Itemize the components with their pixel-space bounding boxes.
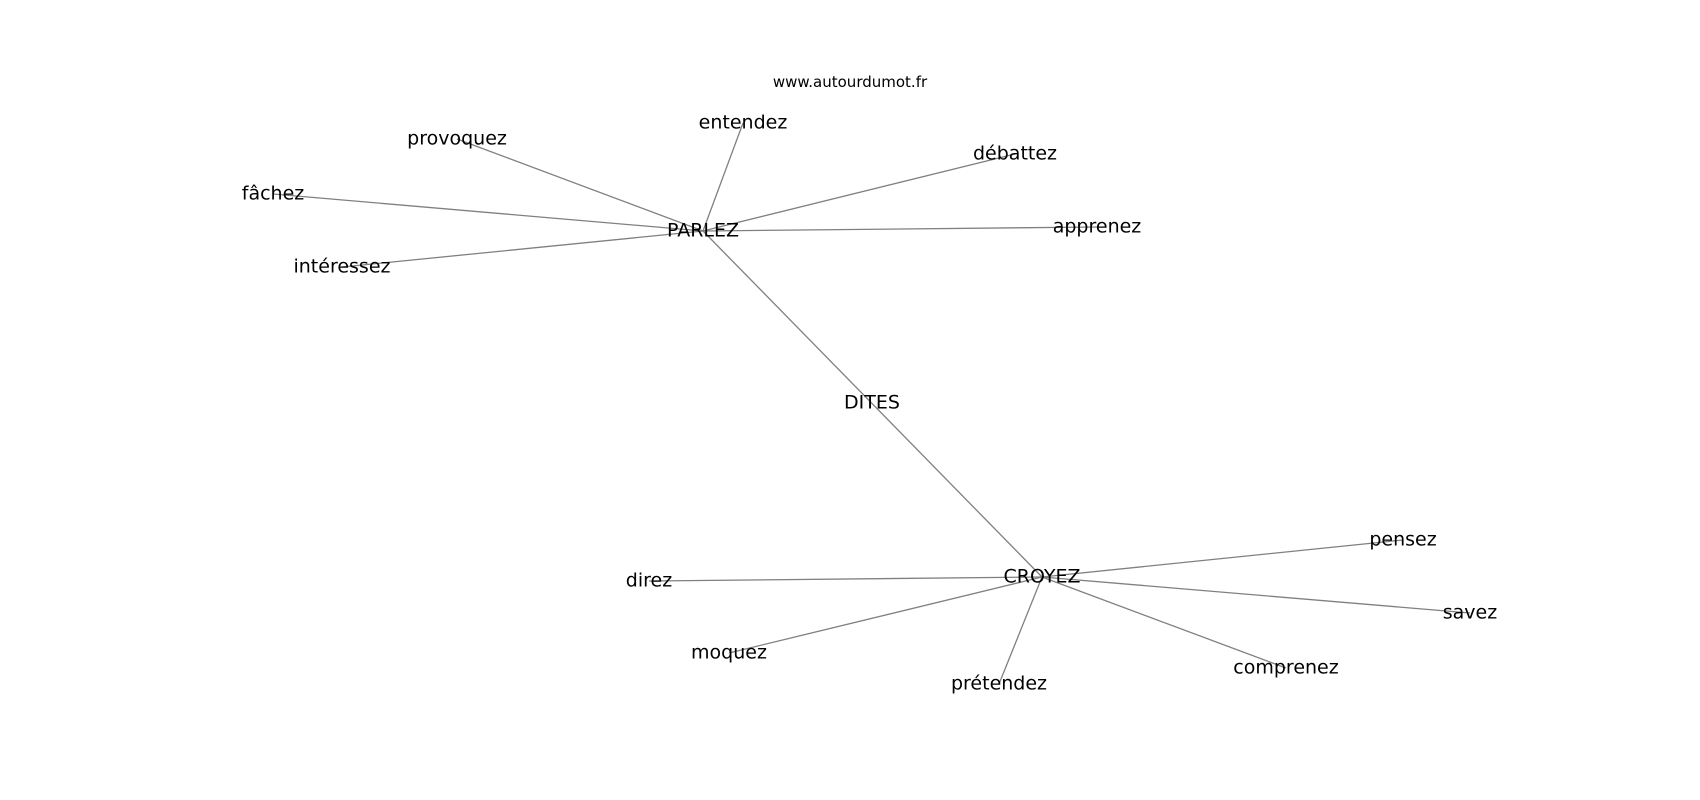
edge-croyez-comprenez [1041,576,1287,669]
edge-parlez-debattez [702,153,1016,232]
node-dites: DITES [844,392,900,414]
edge-parlez-provoquez [456,138,704,232]
node-entendez: entendez [699,112,788,134]
edge-croyez-pensez [1041,539,1404,578]
node-moquez: moquez [691,642,767,664]
edge-parlez-fachez [272,193,704,232]
edge-croyez-direz [648,576,1043,582]
node-fachez: fâchez [242,183,305,205]
node-pretendez: prétendez [951,673,1047,695]
edge-parlez-interessez [341,230,704,268]
node-apprenez: apprenez [1053,216,1142,238]
edge-croyez-savez [1041,576,1471,614]
edge-parlez-entendez [702,122,744,232]
node-croyez: CROYEZ [1003,566,1080,588]
edge-croyez-moquez [728,576,1043,654]
node-provoquez: provoquez [407,128,507,150]
edge-parlez-croyez [702,230,1043,578]
node-pensez: pensez [1369,529,1436,551]
watermark-text: www.autourdumot.fr [772,73,928,91]
edge-parlez-apprenez [702,226,1098,232]
node-parlez: PARLEZ [667,220,739,242]
node-interessez: intéressez [293,256,390,278]
node-comprenez: comprenez [1233,657,1338,679]
node-debattez: débattez [973,143,1057,165]
nodes-layer: DITES PARLEZ CROYEZ entendez provoquez débatt… [242,112,1497,695]
edges-layer [272,122,1471,685]
node-savez: savez [1443,602,1497,624]
node-direz: direz [626,570,672,592]
edge-croyez-pretendez [998,576,1043,685]
